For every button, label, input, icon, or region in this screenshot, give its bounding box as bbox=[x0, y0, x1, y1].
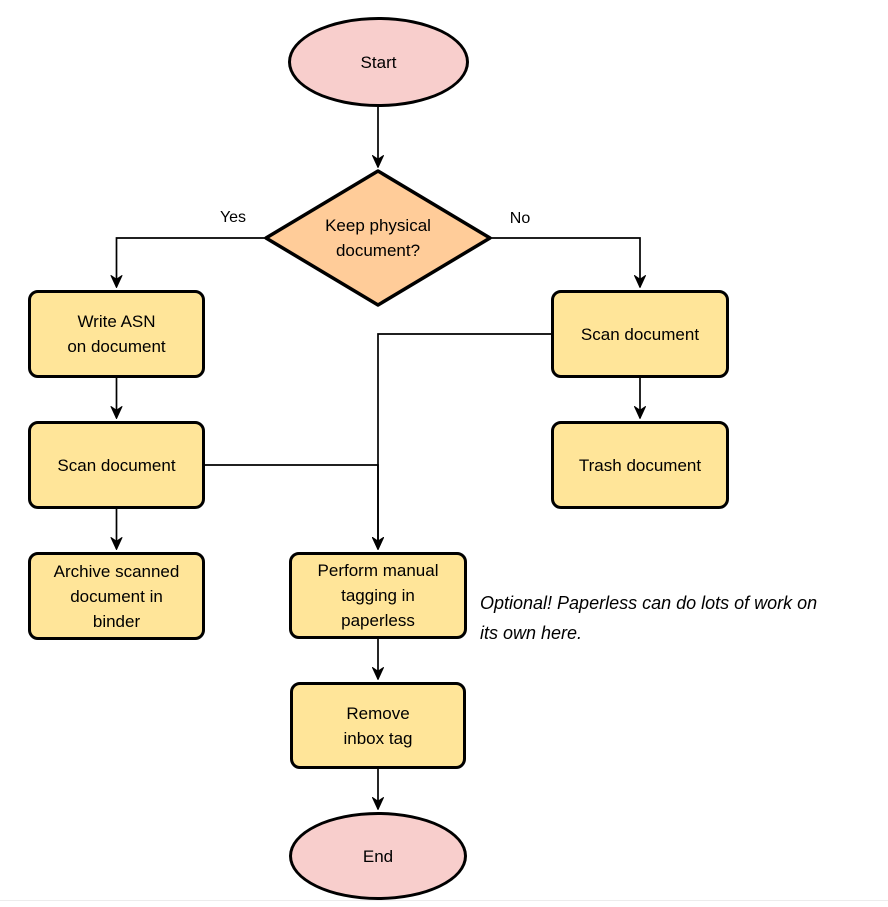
write-asn-label: Write ASN on document bbox=[67, 312, 166, 356]
decision-diamond-shape bbox=[264, 169, 492, 307]
end-label: End bbox=[362, 846, 394, 866]
scan-right-label: Scan document bbox=[580, 324, 700, 344]
node-scan-left: Scan document bbox=[28, 421, 205, 509]
node-scan-right: Scan document bbox=[551, 290, 729, 378]
scan-left-label: Scan document bbox=[57, 455, 176, 475]
decision-label: Keep physical document? bbox=[325, 216, 431, 260]
optional-note: Optional! Paperless can do lots of work … bbox=[480, 593, 818, 643]
node-archive: Archive scanned document in binder bbox=[28, 552, 205, 640]
node-remove-inbox: Remove inbox tag bbox=[290, 682, 466, 769]
edge-scan-right-tagging bbox=[372, 333, 551, 550]
start-label: Start bbox=[360, 52, 397, 72]
node-tagging: Perform manual tagging in paperless bbox=[289, 552, 467, 639]
edge-decision-write-asn-yes bbox=[110, 237, 266, 288]
node-trash: Trash document bbox=[551, 421, 729, 509]
edge-label-no: No bbox=[509, 210, 531, 227]
remove-inbox-label: Remove inbox tag bbox=[343, 703, 413, 748]
node-decision: Keep physical document? bbox=[268, 213, 488, 263]
node-end: End bbox=[289, 812, 467, 900]
node-write-asn: Write ASN on document bbox=[28, 290, 205, 378]
node-start: Start bbox=[288, 17, 469, 107]
edge-label-yes: Yes bbox=[219, 209, 247, 226]
edge-scan-left-tagging bbox=[205, 464, 384, 550]
archive-label: Archive scanned document in binder bbox=[53, 561, 180, 631]
trash-label: Trash document bbox=[578, 455, 702, 475]
edge-decision-scan-right-no bbox=[490, 237, 646, 288]
page-divider bbox=[0, 900, 888, 901]
tagging-label: Perform manual tagging in paperless bbox=[317, 561, 439, 630]
